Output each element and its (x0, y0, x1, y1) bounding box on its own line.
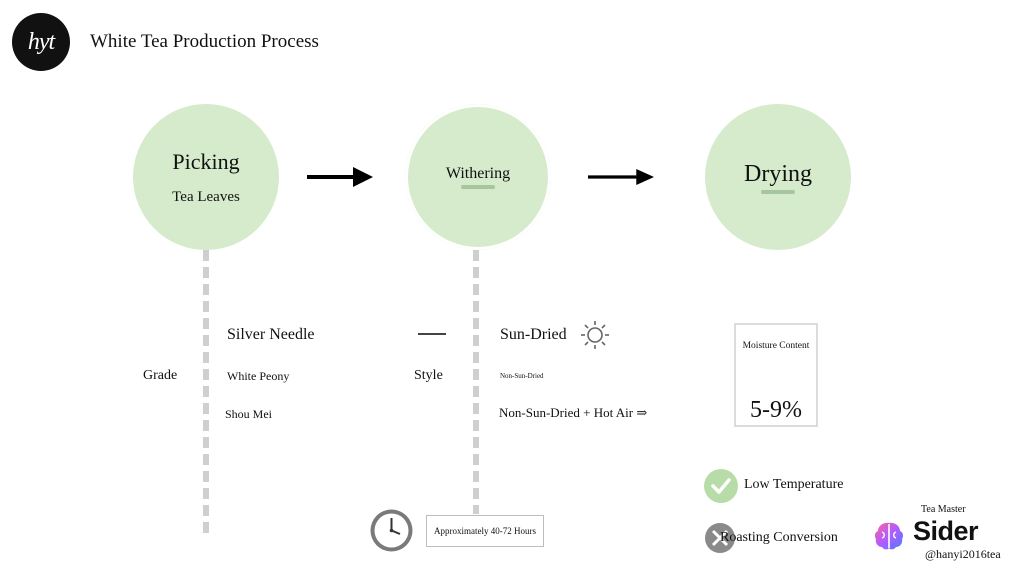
author-handle: @hanyi2016tea (925, 547, 1001, 561)
roasting-conversion-label: Roasting Conversion (720, 530, 838, 545)
leaf-mark (761, 189, 795, 194)
dashed-connector (473, 250, 479, 514)
stage-name: Withering (445, 165, 511, 182)
right-arrow-icon (307, 167, 373, 187)
moisture-card: Moisture Content 5-9% (734, 323, 818, 427)
stage-name: Picking (172, 148, 240, 174)
right-arrow-icon (588, 168, 654, 186)
sun-icon (581, 321, 609, 349)
sider-brand: Sider (913, 516, 979, 546)
leaf-mark (461, 185, 495, 189)
logo-badge: hyt (12, 13, 70, 71)
stage-name: Drying (744, 160, 812, 187)
low-temperature-label: Low Temperature (744, 477, 844, 492)
grade-label: Grade (143, 368, 178, 383)
grade-item: Shou Mei (225, 407, 273, 421)
withering-time-box: Approximately 40-72 Hours (426, 515, 544, 547)
brain-icon (874, 522, 904, 550)
style-divider (418, 333, 446, 335)
tea-master-label: Tea Master (921, 504, 966, 515)
page-title: White Tea Production Process (90, 31, 319, 52)
style-item: Non-Sun-Dried + Hot Air ⇒ (499, 405, 648, 420)
stage-picking: Picking Tea Leaves (133, 104, 279, 250)
clock-icon (370, 509, 413, 552)
style-item: Sun-Dried (500, 326, 567, 343)
check-icon (704, 469, 738, 503)
moisture-title: Moisture Content (742, 341, 810, 351)
withering-time: Approximately 40-72 Hours (434, 526, 536, 536)
grade-item: Silver Needle (227, 326, 315, 343)
style-label: Style (414, 368, 443, 383)
stage-subtitle: Tea Leaves (172, 188, 240, 205)
stage-drying: Drying (705, 104, 851, 250)
logo-text: hyt (27, 28, 55, 55)
x-icon (705, 523, 735, 553)
stage-withering: Withering (405, 104, 551, 250)
grade-item: White Peony (227, 369, 290, 383)
moisture-value: 5-9% (750, 397, 802, 423)
dashed-connector (203, 250, 209, 536)
style-item: Non-Sun-Dried (500, 372, 544, 380)
